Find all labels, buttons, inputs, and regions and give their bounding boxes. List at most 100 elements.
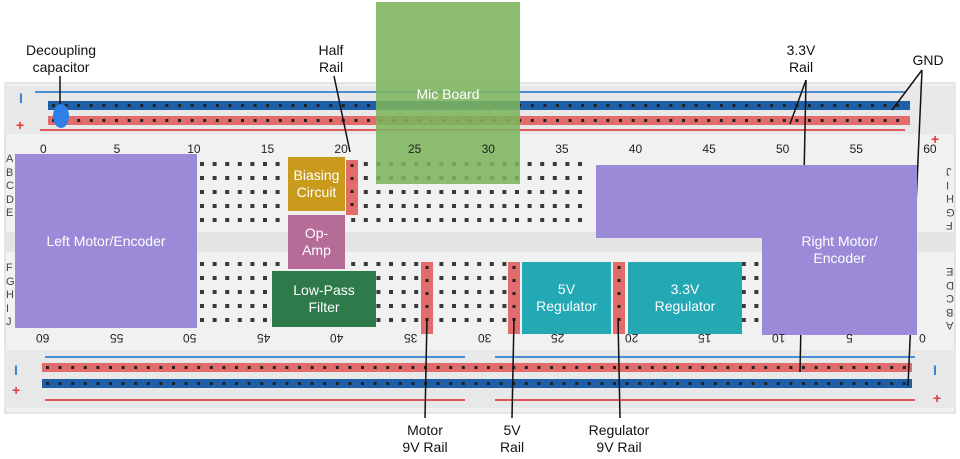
rail-hole bbox=[751, 366, 755, 369]
rail-hole bbox=[688, 366, 692, 369]
breadboard-hole bbox=[754, 318, 759, 322]
breadboard-hole bbox=[263, 290, 267, 294]
column-number: 25 bbox=[551, 331, 565, 345]
rail-hole bbox=[896, 119, 900, 122]
gnd-label: GND bbox=[912, 52, 944, 68]
rail-hole bbox=[89, 119, 93, 122]
breadboard-hole bbox=[439, 262, 444, 266]
rail-hole bbox=[827, 366, 831, 369]
rail-hole bbox=[682, 119, 685, 122]
breadboard-hole bbox=[200, 318, 204, 322]
rail-hole bbox=[411, 382, 415, 385]
rail-hole bbox=[329, 119, 333, 122]
breadboard-hole bbox=[225, 190, 230, 194]
column-number: 50 bbox=[183, 331, 197, 345]
motor-9v-rail-strip bbox=[421, 262, 433, 334]
rail-hole bbox=[449, 382, 453, 385]
breadboard-hole bbox=[250, 318, 255, 322]
breadboard-hole bbox=[200, 262, 204, 266]
breadboard-hole bbox=[464, 290, 469, 294]
rail-hole bbox=[146, 366, 150, 369]
decoupling-capacitor-label: Decoupling capacitor bbox=[25, 42, 97, 75]
breadboard-hole bbox=[414, 218, 419, 222]
rail-hole bbox=[644, 119, 648, 122]
rail-hole bbox=[348, 366, 352, 369]
breadboard-hole bbox=[351, 262, 356, 266]
rail-hole bbox=[663, 382, 667, 385]
breadboard-hole bbox=[389, 276, 393, 280]
row-letter: J bbox=[6, 316, 12, 328]
breadboard-hole bbox=[540, 204, 545, 208]
breadboard-hole bbox=[578, 204, 582, 208]
rail-hole bbox=[587, 366, 591, 369]
right-motor-encoder-block: Right Motor/ Encoder bbox=[762, 165, 917, 335]
rail-hole bbox=[341, 104, 345, 107]
breadboard-hole bbox=[212, 262, 217, 266]
rail-hole bbox=[367, 104, 370, 107]
column-number: 5 bbox=[845, 331, 853, 345]
rail-hole bbox=[568, 119, 572, 122]
rail-hole bbox=[215, 119, 219, 122]
breadboard-hole bbox=[439, 190, 444, 194]
rail-hole bbox=[152, 119, 156, 122]
rail-hole bbox=[247, 366, 251, 369]
rail-hole bbox=[109, 366, 112, 369]
rail-hole bbox=[770, 119, 774, 122]
breadboard-hole bbox=[414, 276, 419, 280]
rail-hole bbox=[461, 366, 465, 369]
breadboard-hole bbox=[754, 304, 759, 308]
row-letter: J bbox=[946, 165, 952, 177]
rail-hole bbox=[617, 266, 621, 269]
breadboard-hole bbox=[389, 204, 393, 208]
rail-hole bbox=[487, 366, 490, 369]
breadboard-hole bbox=[237, 176, 242, 180]
rail-hole bbox=[896, 104, 900, 107]
breadboard-hole bbox=[502, 304, 507, 308]
rail-hole bbox=[537, 382, 541, 385]
row-letter: A bbox=[6, 153, 14, 165]
breadboard-hole bbox=[578, 190, 582, 194]
column-number: 60 bbox=[923, 142, 937, 156]
rail-hole bbox=[209, 366, 213, 369]
breadboard-hole bbox=[477, 276, 482, 280]
breadboard-hole bbox=[452, 204, 456, 208]
breadboard-hole bbox=[225, 276, 230, 280]
rail-hole bbox=[606, 104, 610, 107]
breadboard-hole bbox=[426, 218, 431, 222]
5v-regulator-block: 5V Regulator bbox=[522, 262, 611, 334]
rail-hole bbox=[902, 382, 906, 385]
breadboard-hole bbox=[275, 262, 280, 266]
rail-hole bbox=[512, 279, 516, 282]
5v-rail-label: 5V Rail bbox=[499, 422, 525, 455]
rail-hole bbox=[739, 382, 742, 385]
rail-hole bbox=[228, 104, 232, 107]
breadboard-hole bbox=[439, 276, 444, 280]
breadboard-hole bbox=[540, 190, 545, 194]
rail-hole bbox=[820, 119, 824, 122]
breadboard-hole bbox=[741, 262, 746, 266]
breadboard-hole bbox=[439, 290, 444, 294]
column-number: 50 bbox=[776, 142, 790, 156]
rail-hole bbox=[656, 104, 660, 107]
rail-hole bbox=[348, 382, 352, 385]
column-number: 20 bbox=[334, 142, 348, 156]
breadboard-hole bbox=[363, 190, 368, 194]
rail-hole bbox=[617, 305, 621, 308]
rail-hole bbox=[593, 119, 597, 122]
rail-hole bbox=[266, 104, 270, 107]
rail-hole bbox=[58, 366, 62, 369]
rail-hole bbox=[757, 119, 761, 122]
breadboard-hole bbox=[250, 304, 255, 308]
op-amp-block: Op- Amp bbox=[288, 215, 345, 269]
rail-hole bbox=[77, 119, 81, 122]
33v-regulator-block: 3.3V Regulator bbox=[628, 262, 742, 334]
rail-hole bbox=[694, 104, 698, 107]
breadboard-hole bbox=[540, 218, 545, 222]
rail-hole bbox=[833, 119, 837, 122]
rail-hole bbox=[707, 104, 711, 107]
breadboard-hole bbox=[376, 262, 381, 266]
rail-hole bbox=[795, 119, 799, 122]
rail-hole bbox=[272, 366, 276, 369]
breadboard-hole bbox=[414, 318, 419, 322]
rail-hole bbox=[178, 104, 181, 107]
